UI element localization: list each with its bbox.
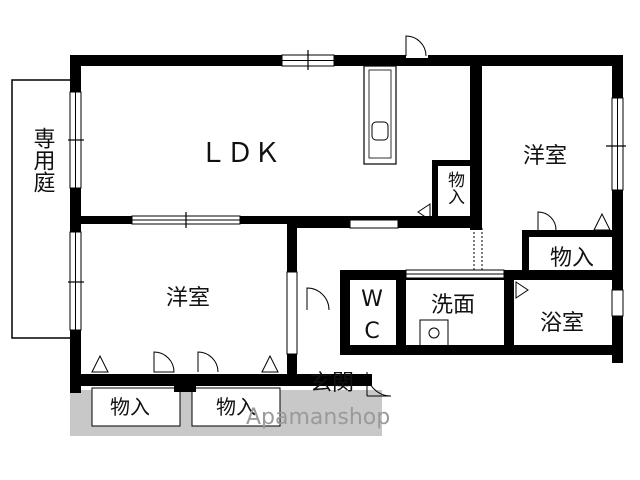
wc-w-label: W	[361, 287, 383, 312]
entrance-label: 玄関	[310, 371, 354, 396]
storage-bottom-left-box	[91, 387, 181, 427]
kitchen-counter	[363, 65, 397, 165]
storage-bottom-mid-label: 物入	[216, 395, 256, 419]
door-swings	[91, 35, 611, 397]
western-room-right-label: 洋室	[523, 144, 567, 169]
private-garden-label: 専用庭	[30, 127, 56, 193]
fixtures	[405, 228, 505, 347]
wc-c-label: C	[364, 319, 379, 344]
private-garden-area	[11, 79, 73, 339]
ldk-label: ＬＤＫ	[200, 138, 281, 169]
western-room-left-label: 洋室	[166, 286, 210, 311]
storage-bottom-mid-box	[191, 387, 281, 427]
bath-label: 浴室	[540, 311, 584, 336]
washroom-label: 洗面	[431, 293, 475, 318]
storage-bottom-left-label: 物入	[110, 395, 150, 419]
storage-ldk-label: 物入	[444, 171, 465, 205]
watermark-logo: Apamanshop	[246, 405, 390, 430]
window-ticks	[68, 50, 626, 283]
storage-right-label: 物入	[550, 246, 594, 271]
